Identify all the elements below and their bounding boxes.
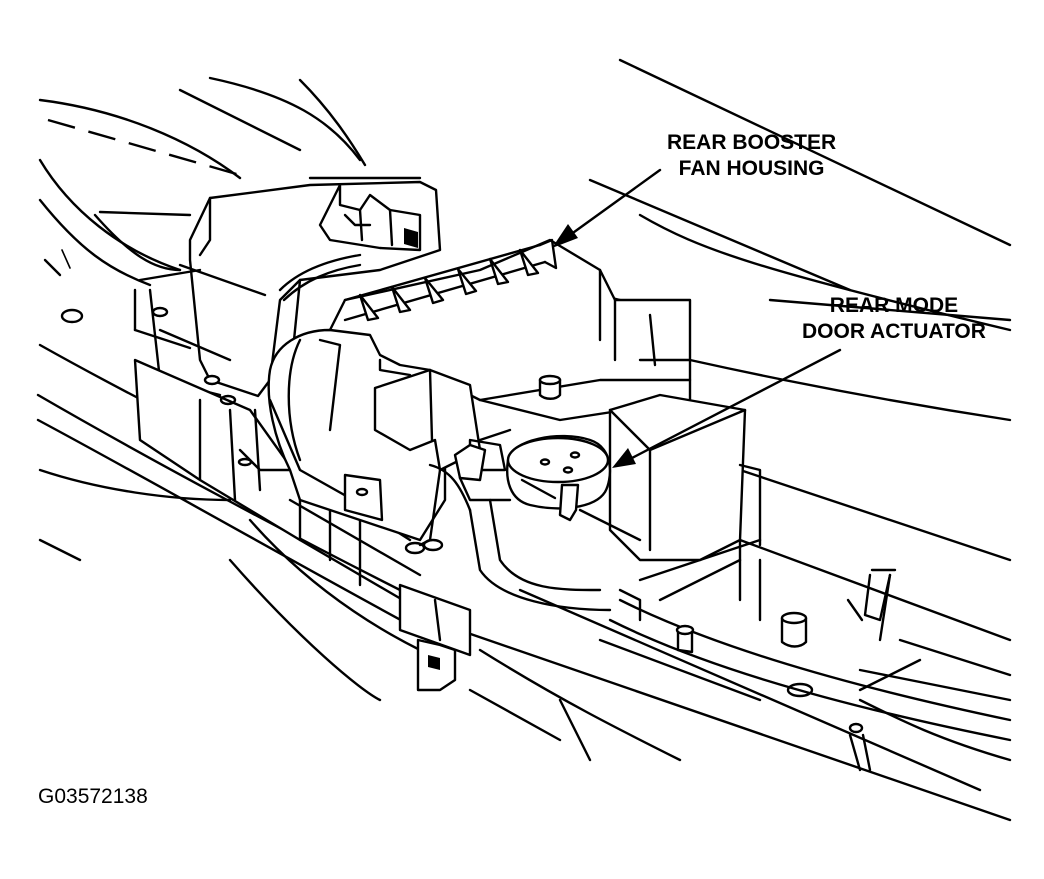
right-body-contours <box>578 58 1012 422</box>
actuator-arrowhead <box>612 448 636 468</box>
fan-housing-arrow-line <box>568 168 662 237</box>
actuator-arrow-line <box>630 348 842 460</box>
base-frame <box>133 358 472 692</box>
actuator-label-line-1: REAR MODE <box>829 294 959 317</box>
fan-housing-arrowhead <box>552 224 578 248</box>
fan-housing-label-line-2: FAN HOUSING <box>678 157 825 180</box>
fan-housing-label: REAR BOOSTER FAN HOUSING <box>667 130 836 182</box>
actuator-label: REAR MODE DOOR ACTUATOR <box>802 293 986 345</box>
body-contours <box>38 76 422 324</box>
leader-arrows <box>552 168 842 468</box>
scroll-housing <box>267 328 482 547</box>
mode-door-actuator <box>428 428 642 612</box>
floor-rails <box>36 343 1012 822</box>
figure-id: G03572138 <box>38 785 148 808</box>
fan-housing-label-line-1: REAR BOOSTER <box>667 131 837 154</box>
rear-box <box>608 393 762 622</box>
booster-fan-housing <box>318 238 692 422</box>
actuator-label-line-2: DOOR ACTUATOR <box>802 320 986 343</box>
right-channel <box>608 468 1012 742</box>
